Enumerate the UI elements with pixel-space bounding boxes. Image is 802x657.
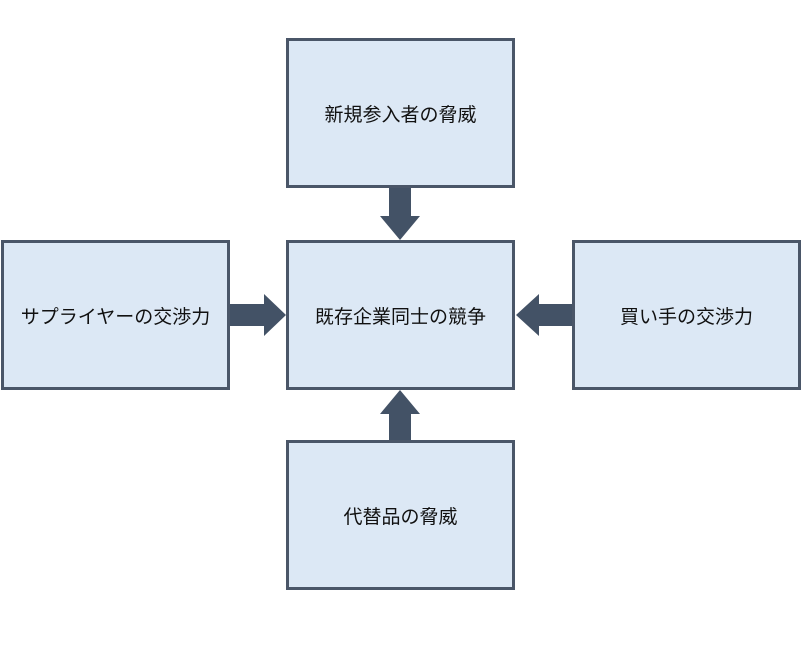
arrow-right-icon <box>230 294 286 336</box>
arrow-up-icon <box>380 390 420 440</box>
supplier-power-box: サプライヤーの交渉力 <box>1 240 230 390</box>
buyer-power-box: 買い手の交渉力 <box>572 240 801 390</box>
arrow-left-icon <box>516 294 572 336</box>
industry-rivalry-box: 既存企業同士の競争 <box>286 240 515 390</box>
substitutes-threat-box: 代替品の脅威 <box>286 440 515 590</box>
substitutes-threat-label: 代替品の脅威 <box>343 505 458 528</box>
new-entrants-threat-label: 新規参入者の脅威 <box>324 103 477 126</box>
buyer-power-label: 買い手の交渉力 <box>619 305 753 328</box>
supplier-power-label: サプライヤーの交渉力 <box>20 305 211 328</box>
arrow-down-icon <box>380 188 420 240</box>
industry-rivalry-label: 既存企業同士の競争 <box>314 305 486 328</box>
new-entrants-threat-box: 新規参入者の脅威 <box>286 38 515 188</box>
